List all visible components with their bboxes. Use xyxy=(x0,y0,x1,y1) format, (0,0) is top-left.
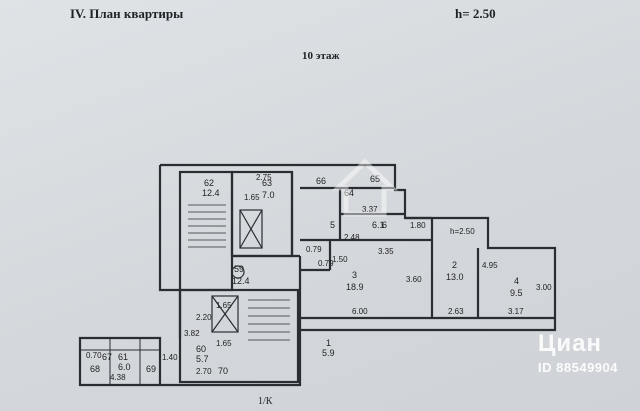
dim-label: 0.79 xyxy=(306,245,322,254)
dim-label: 1.80 xyxy=(410,221,426,230)
dim-label: 0.79 xyxy=(318,259,334,268)
dim-label: 3.00 xyxy=(536,283,552,292)
room-70-num: 70 xyxy=(218,366,228,376)
dim-label: 1.65 xyxy=(216,301,232,310)
room-69-num: 69 xyxy=(146,364,156,374)
room-63-num: 63 xyxy=(262,178,272,188)
room-4-area: 9.5 xyxy=(510,288,523,298)
room-4-num: 4 xyxy=(514,276,519,286)
dim-label: 3.82 xyxy=(184,329,200,338)
listing-id-watermark: ID 88549904 xyxy=(538,360,618,375)
room-62-area: 12.4 xyxy=(202,188,220,198)
dim-label: 1.65 xyxy=(216,339,232,348)
room-3-num: 3 xyxy=(352,270,357,280)
dim-label: 0.70 xyxy=(86,351,102,360)
cian-brand-watermark: Циан xyxy=(537,330,602,357)
dim-label: 2.75 xyxy=(256,173,272,182)
room-5-num: 5 xyxy=(330,220,335,230)
dim-label: 3.35 xyxy=(378,247,394,256)
dim-label: 1.40 xyxy=(162,353,178,362)
room-59-area: 12.4 xyxy=(232,276,250,286)
room-67-num: 67 xyxy=(102,352,112,362)
room-6-area: 6.1 xyxy=(372,220,385,230)
room-61-num: 61 xyxy=(118,352,128,362)
room-2-num: 2 xyxy=(452,260,457,270)
room-65-num: 65 xyxy=(370,174,380,184)
room-63-area: 7.0 xyxy=(262,190,275,200)
dim-label: 4.95 xyxy=(482,261,498,270)
dim-label: 2.63 xyxy=(448,307,464,316)
dim-label: 1.65 xyxy=(244,193,260,202)
ceiling-height: h= 2.50 xyxy=(455,6,496,21)
dim-label: 3.60 xyxy=(406,275,422,284)
dim-label: 3.17 xyxy=(508,307,524,316)
room-64-num: 64 xyxy=(344,188,354,198)
room-59-num: 59 xyxy=(234,264,244,274)
dim-label: 2.70 xyxy=(196,367,212,376)
room-61-area: 6.0 xyxy=(118,362,131,372)
room-2-area: 13.0 xyxy=(446,272,464,282)
room-68-num: 68 xyxy=(90,364,100,374)
room-1-area: 5.9 xyxy=(322,348,335,358)
dim-label: 3.37 xyxy=(362,205,378,214)
plan-title: IV. План квартиры xyxy=(70,6,184,21)
room-60-num: 60 xyxy=(196,344,206,354)
room-1-num: 1 xyxy=(326,338,331,348)
dim-label: 2.48 xyxy=(344,233,360,242)
section-mark: 1/К xyxy=(258,396,273,407)
dim-label: 2.20 xyxy=(196,313,212,322)
dim-label: 1.50 xyxy=(332,255,348,264)
room-62-num: 62 xyxy=(204,178,214,188)
room-6-num: 6 xyxy=(382,220,387,230)
floor-label: 10 этаж xyxy=(302,50,340,62)
cian-logo-watermark xyxy=(331,158,399,217)
room-3-area: 18.9 xyxy=(346,282,364,292)
dim-label: 6.00 xyxy=(352,307,368,316)
dim-label: 4.38 xyxy=(110,373,126,382)
room-2-height: h=2.50 xyxy=(450,227,475,236)
room-60-area: 5.7 xyxy=(196,354,209,364)
room-66-num: 66 xyxy=(316,176,326,186)
